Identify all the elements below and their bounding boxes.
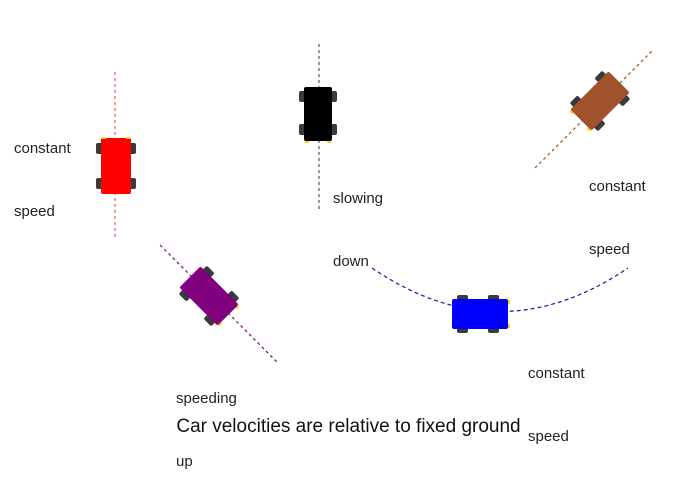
red-car-label-line-1: constant xyxy=(14,140,71,157)
diagram-canvas xyxy=(96,44,654,363)
blue-car xyxy=(452,295,510,333)
black-car-label-line-1: slowing xyxy=(333,190,384,207)
red-car-label: constant speed xyxy=(14,96,71,243)
red-car xyxy=(96,137,136,194)
brown-car-label-line-2: speed xyxy=(589,241,630,258)
black-car xyxy=(299,87,337,143)
brown-car xyxy=(569,71,630,132)
blue-car-path xyxy=(371,267,629,313)
blue-car-label-line-2: speed xyxy=(528,428,569,445)
purple-car xyxy=(179,266,240,327)
purple-car-label-line-1: speeding xyxy=(176,390,237,407)
diagram-caption: Car velocities are relative to fixed gro… xyxy=(176,416,521,437)
brown-car-label: constant speed xyxy=(589,134,646,281)
blue-car-label: constant speed xyxy=(528,321,585,468)
red-car-label-line-2: speed xyxy=(14,203,55,220)
brown-car-label-line-1: constant xyxy=(589,178,646,195)
blue-car-label-line-1: constant xyxy=(528,365,585,382)
brown-car-path xyxy=(534,49,654,169)
purple-car-label-line-2: up xyxy=(176,453,193,470)
black-car-label-line-2: down xyxy=(333,253,369,270)
black-car-label: slowing down xyxy=(333,146,383,293)
